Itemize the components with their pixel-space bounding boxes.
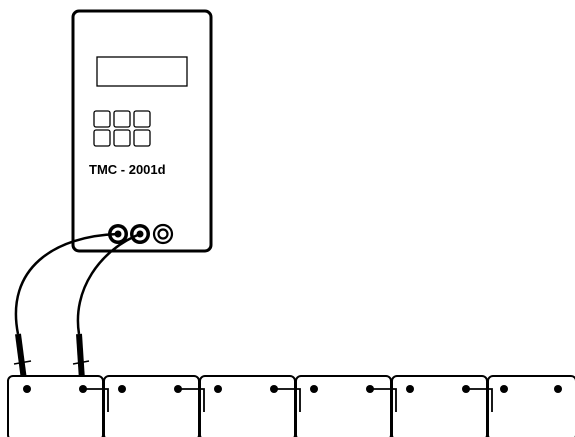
keypad-icon xyxy=(93,110,151,147)
meter-model-label: TMC - 2001d xyxy=(89,162,166,177)
battery-cell-icon xyxy=(103,375,200,437)
battery-string xyxy=(7,375,575,437)
probe-handle xyxy=(76,333,85,381)
connector-strap xyxy=(370,388,397,412)
keypad-key xyxy=(133,110,151,128)
battery-cell-icon xyxy=(295,375,392,437)
battery-cell-icon xyxy=(7,375,104,437)
keypad-key xyxy=(113,110,131,128)
lcd-display-icon xyxy=(96,56,188,87)
battery-cell-icon xyxy=(391,375,488,437)
cell-terminal xyxy=(310,385,318,393)
probe-collar xyxy=(13,360,32,365)
connector-strap xyxy=(466,388,493,412)
connector-strap xyxy=(178,388,205,412)
test-leads xyxy=(13,232,141,390)
cell-connectors xyxy=(83,388,493,412)
keypad-key xyxy=(93,110,111,128)
cell-terminal xyxy=(406,385,414,393)
cell-terminal xyxy=(554,385,562,393)
cell-terminal xyxy=(118,385,126,393)
probe-handle xyxy=(15,333,27,381)
test-lead-cable xyxy=(14,232,119,335)
battery-cell-icon xyxy=(199,375,296,437)
banana-jack-icon xyxy=(152,223,174,245)
connector-strap xyxy=(274,388,301,412)
connector-strap xyxy=(83,388,109,412)
cell-terminal xyxy=(23,385,31,393)
test-lead-cable xyxy=(76,232,141,335)
cell-terminal xyxy=(500,385,508,393)
cell-terminal xyxy=(214,385,222,393)
keypad-key xyxy=(113,129,131,147)
probe-collar xyxy=(72,360,90,365)
battery-cell-icon xyxy=(487,375,575,437)
keypad-key xyxy=(133,129,151,147)
keypad-key xyxy=(93,129,111,147)
meter: TMC - 2001d xyxy=(71,9,213,253)
